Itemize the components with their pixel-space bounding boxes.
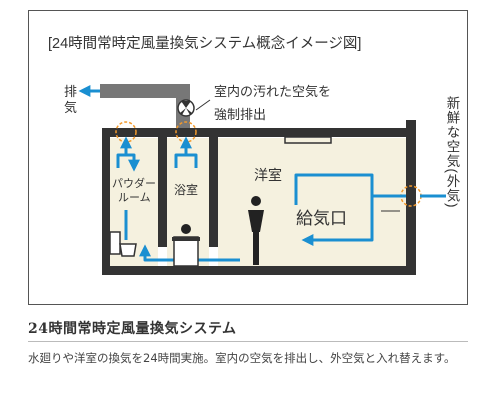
fan-note-2: 強制排出 bbox=[214, 107, 266, 122]
western-room-area bbox=[218, 138, 406, 266]
powder-room-label-2: ルーム bbox=[118, 191, 151, 204]
fresh-air-label: 新鮮な空気(外気) bbox=[445, 96, 461, 209]
western-room-label: 洋室 bbox=[254, 167, 282, 183]
person-icon bbox=[248, 196, 264, 265]
ceiling-light bbox=[284, 136, 332, 144]
exhaust-fan-icon bbox=[177, 99, 195, 117]
exhaust-label-2: 気 bbox=[64, 100, 77, 115]
fan-note: 室内の汚れた空気を bbox=[214, 84, 331, 99]
bather-icon bbox=[172, 224, 200, 267]
diagram-title: [24時間常時定風量換気システム概念イメージ図] bbox=[48, 34, 361, 52]
caption-description: 水廻りや洋室の換気を24時間実施。室内の空気を排出し、外空気と入れ替えます。 bbox=[28, 351, 456, 365]
exhaust-label: 排 bbox=[64, 84, 77, 99]
airflow-arrows bbox=[116, 136, 446, 262]
bathroom-label: 浴室 bbox=[174, 182, 198, 197]
fan-note-leader bbox=[195, 99, 211, 111]
supply-port-label: 給気口 bbox=[296, 209, 347, 228]
exhaust-duct bbox=[100, 84, 190, 128]
toilet-icon bbox=[109, 231, 137, 257]
caption-divider bbox=[28, 341, 468, 342]
caption-title: 24時間常時定風量換気システム bbox=[28, 321, 237, 337]
building-walls bbox=[102, 120, 416, 275]
powder-room-label: パウダー bbox=[112, 176, 156, 190]
